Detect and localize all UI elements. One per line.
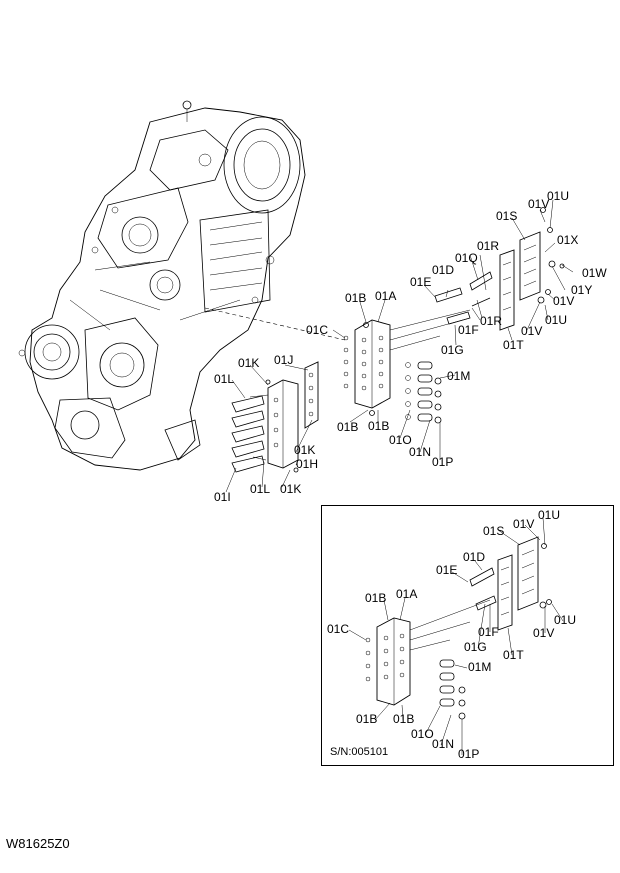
- solenoid-plugs: [434, 254, 493, 325]
- label-01c: 01C: [306, 323, 328, 337]
- label-01b-right: 01B: [368, 419, 389, 433]
- label-01v-top: 01V: [528, 197, 549, 211]
- label-01f: 01F: [458, 323, 479, 337]
- inset-label-01v-top: 01V: [513, 517, 534, 531]
- label-01k-bot: 01K: [280, 482, 301, 496]
- inset-label-01s: 01S: [483, 524, 504, 538]
- drawing-code: W81625Z0: [6, 836, 70, 851]
- label-01a: 01A: [375, 289, 396, 303]
- label-01e: 01E: [410, 275, 431, 289]
- inset-label-01b-left: 01B: [356, 712, 377, 726]
- inset-callouts: 01S 01V 01U 01D 01E 01B 01A 01C 01F 01V …: [327, 508, 576, 761]
- inset-label-01d: 01D: [463, 550, 485, 564]
- label-01m: 01M: [447, 369, 470, 383]
- main-callouts: 01V 01U 01S 01X 01R 01Q 01D 01E 01W 01Y …: [214, 189, 607, 504]
- label-01i: 01I: [214, 490, 231, 504]
- inset-label-01o: 01O: [411, 727, 434, 741]
- label-01r-a: 01R: [477, 239, 499, 253]
- label-01p: 01P: [432, 455, 453, 469]
- manifold-plates: [499, 207, 565, 331]
- label-01k-mid: 01K: [294, 443, 315, 457]
- leader-lines: [225, 199, 574, 755]
- label-01n: 01N: [409, 445, 431, 459]
- inset-label-01p: 01P: [458, 747, 479, 761]
- label-01v-mid: 01V: [553, 294, 574, 308]
- label-01o: 01O: [389, 433, 412, 447]
- label-01y: 01Y: [571, 283, 592, 297]
- inset-label-01v-mid: 01V: [533, 626, 554, 640]
- inset-label-01n: 01N: [432, 737, 454, 751]
- inset-label-01g: 01G: [464, 640, 487, 654]
- inset-label-01u-top: 01U: [538, 508, 560, 522]
- valve-block-main: [343, 309, 471, 424]
- label-01g: 01G: [441, 343, 464, 357]
- inset-label-01e: 01E: [436, 563, 457, 577]
- label-01b-top: 01B: [345, 291, 366, 305]
- inset-label-01u-mid: 01U: [554, 613, 576, 627]
- label-01w: 01W: [582, 266, 607, 280]
- inset-valve-block: [365, 536, 552, 720]
- label-01d: 01D: [432, 263, 454, 277]
- inset-label-01m: 01M: [468, 660, 491, 674]
- inset-label-01b-right: 01B: [393, 712, 414, 726]
- label-01l-bot: 01L: [250, 482, 270, 496]
- label-01k-top: 01K: [238, 356, 259, 370]
- inset-serial-number: S/N:005101: [330, 746, 389, 758]
- label-01v-low: 01V: [521, 324, 542, 338]
- label-01l-top: 01L: [214, 372, 234, 386]
- transmission-housing: [18, 100, 306, 471]
- serial-number-inset-frame: [321, 505, 614, 766]
- label-01t: 01T: [503, 338, 524, 352]
- label-01b-left: 01B: [337, 420, 358, 434]
- label-01u-mid: 01U: [545, 313, 567, 327]
- label-01r-b: 01R: [480, 314, 502, 328]
- inset-label-01c: 01C: [327, 622, 349, 636]
- inset-label-01b-top: 01B: [365, 591, 386, 605]
- alignment-line: [204, 307, 346, 341]
- label-01q: 01Q: [455, 251, 478, 265]
- inset-label-01t: 01T: [503, 648, 524, 662]
- label-01s: 01S: [496, 209, 517, 223]
- inset-label-01f: 01F: [478, 625, 499, 639]
- valve-block-left: [231, 361, 319, 473]
- label-01h: 01H: [296, 457, 318, 471]
- label-01j: 01J: [274, 353, 293, 367]
- label-01x: 01X: [557, 233, 578, 247]
- inset-label-01a: 01A: [396, 587, 417, 601]
- label-01u-top: 01U: [547, 189, 569, 203]
